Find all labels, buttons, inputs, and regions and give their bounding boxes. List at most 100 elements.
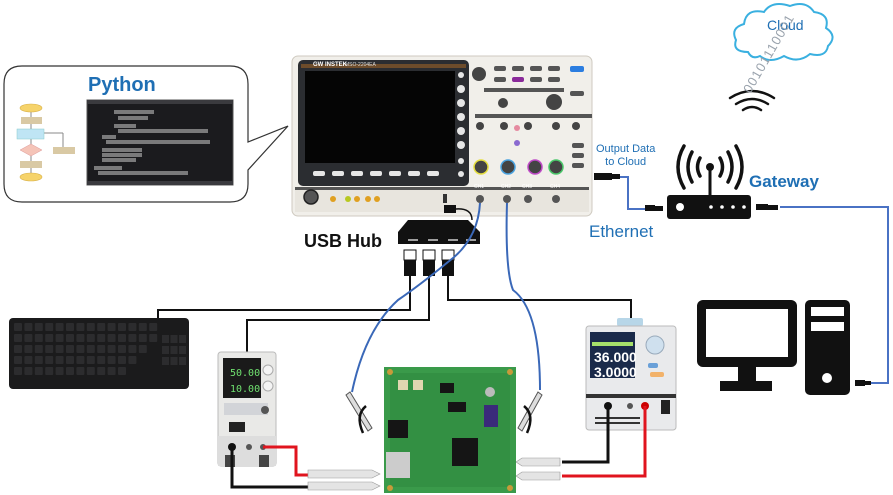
psu-left-voltage: 50.00 [230, 368, 261, 379]
dut-circuit-board [384, 367, 516, 493]
usb-hub-icon [398, 205, 480, 244]
keyboard-key [55, 356, 64, 364]
python-code-lines [92, 108, 228, 178]
keyboard-key [179, 357, 186, 365]
oscilloscope-brand: GW INSTEK [313, 62, 347, 68]
usb-cable [157, 276, 632, 352]
keyboard-key [76, 345, 85, 353]
oscilloscope-model: MSO-2204EA [345, 62, 376, 68]
keyboard-key [66, 323, 74, 331]
keyboard-key [107, 356, 116, 364]
keyboard-key [24, 323, 33, 331]
keyboard-key [162, 335, 169, 343]
cloud-label: Cloud [767, 17, 804, 33]
keyboard-key [45, 323, 54, 331]
keyboard-key [76, 323, 85, 331]
alligator-clip-icon [307, 457, 561, 491]
keyboard-key [97, 356, 106, 364]
keyboard-key [86, 334, 95, 342]
keyboard-key [66, 367, 74, 375]
keyboard-key [138, 345, 147, 353]
keyboard-key [107, 367, 116, 375]
keyboard-key [162, 346, 169, 354]
keyboard-key [24, 367, 33, 375]
keyboard-key [97, 367, 106, 375]
keyboard-key [66, 334, 74, 342]
keyboard-key [128, 323, 137, 331]
keyboard-key [34, 323, 43, 331]
keyboard-key [170, 346, 178, 354]
keyboard-key [179, 335, 186, 343]
wifi-signal-icon [728, 89, 776, 112]
keyboard-key [128, 334, 137, 342]
flowchart-icon [16, 103, 75, 182]
keyboard-key [179, 346, 186, 354]
keyboard-key [76, 356, 85, 364]
oscilloscope [291, 55, 593, 217]
keyboard-key [76, 334, 85, 342]
keyboard-key [86, 356, 95, 364]
output-data-line1: Output Data [596, 143, 656, 155]
keyboard-key [14, 345, 22, 353]
usb-hub-label: USB Hub [304, 231, 382, 251]
keyboard-key [118, 345, 126, 353]
keyboard-key [118, 356, 126, 364]
gateway-label: Gateway [749, 172, 819, 191]
keyboard-key [97, 334, 106, 342]
psu-left-current: 10.00 [230, 384, 261, 395]
keyboard-key [14, 323, 22, 331]
keyboard-key [107, 345, 116, 353]
keyboard-key [34, 345, 43, 353]
keyboard-key [66, 345, 74, 353]
keyboard-key [14, 367, 22, 375]
keyboard-key [45, 356, 54, 364]
keyboard-key [128, 345, 137, 353]
output-data-label: Output Data to Cloud [596, 143, 655, 169]
keyboard-key [24, 345, 33, 353]
psu-right-voltage: 36.000 [594, 349, 637, 365]
keyboard-key [34, 367, 43, 375]
gateway-router-icon [667, 144, 751, 219]
keyboard-key [55, 345, 64, 353]
keyboard-key [138, 334, 147, 342]
keyboard-key [86, 345, 95, 353]
ethernet-connector-icon [594, 173, 871, 386]
keyboard-key [66, 356, 74, 364]
power-lead-black [230, 406, 610, 489]
ethernet-label: Ethernet [589, 222, 654, 241]
keyboard-key [45, 367, 54, 375]
keyboard-key [55, 367, 64, 375]
keyboard-key [170, 335, 178, 343]
keyboard-key [34, 334, 43, 342]
keyboard-key [45, 345, 54, 353]
keyboard-key [97, 323, 106, 331]
keyboard-key [149, 323, 158, 331]
keyboard-key [118, 323, 126, 331]
keyboard-key [97, 345, 106, 353]
probe-cable [351, 202, 541, 393]
probe-clip-icon [345, 391, 543, 432]
channel-label-ch3: CH3 [522, 184, 533, 190]
keyboard-key [170, 357, 178, 365]
keyboard-key [149, 334, 158, 342]
keyboard-key [34, 356, 43, 364]
keyboard-key [107, 323, 116, 331]
keyboard-key [162, 357, 169, 365]
power-lead-red [263, 406, 647, 478]
keyboard-key [14, 356, 22, 364]
ethernet-cable [620, 176, 889, 384]
keyboard-key [24, 356, 33, 364]
keyboard-key [138, 323, 147, 331]
cloud-icon [733, 3, 834, 61]
psu-right-current: 3.0000 [594, 364, 637, 380]
keyboard-key [118, 334, 126, 342]
keyboard-key [14, 334, 22, 342]
keyboard-key [107, 334, 116, 342]
keyboard-key [118, 367, 126, 375]
keyboard-key [55, 334, 64, 342]
output-data-line2: to Cloud [605, 156, 647, 168]
keyboard-key [86, 367, 95, 375]
keyboard-key [24, 334, 33, 342]
power-supply-right [585, 318, 677, 431]
keyboard-key [45, 334, 54, 342]
